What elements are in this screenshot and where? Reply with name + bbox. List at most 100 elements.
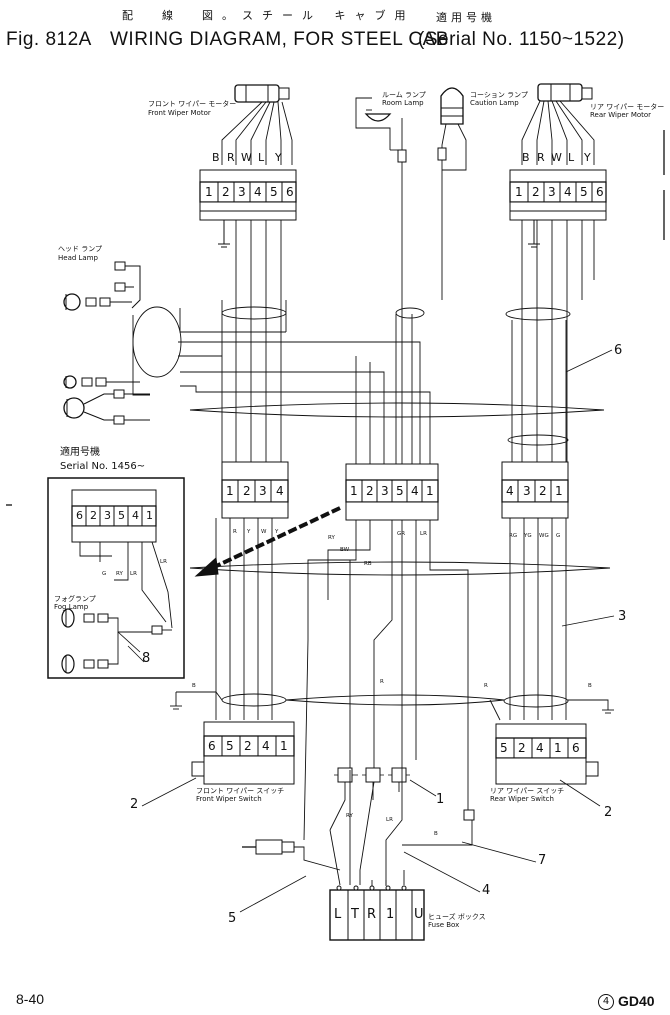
ground-wire-code-right: B — [588, 683, 592, 689]
rear-ground — [528, 220, 540, 248]
leader-lines — [127, 349, 615, 913]
inset-serial-label: Serial No. 1456~ — [60, 461, 146, 472]
rear-wiper-motor-label: Rear Wiper Motor — [590, 111, 652, 119]
front-motor-wires — [221, 101, 293, 165]
rear-switch-pin-2: 2 — [518, 741, 526, 755]
center-wire-code-gr: GR — [397, 531, 406, 537]
rear-motor-wires — [521, 100, 595, 165]
rear-vertical-wires — [511, 220, 595, 482]
front-motor-pin-1: 1 — [205, 185, 213, 199]
room-lamp-jp-label: ルーム ランプ — [382, 91, 426, 99]
front-wire-b: B — [212, 151, 220, 164]
front-motor-pin-5: 5 — [270, 185, 278, 199]
front-wire-code-4: Y — [275, 529, 279, 535]
fuse-box-label: Fuse Box — [428, 921, 460, 929]
rear-motor-pin-4: 4 — [564, 185, 572, 199]
rear-wiper-motor-jp-label: リア ワイパー モーター — [590, 103, 665, 111]
front-harness-pin-2: 2 — [243, 484, 251, 498]
rear-harness-connector — [501, 461, 569, 519]
rear-harness-pin-3: 3 — [523, 484, 531, 498]
rear-switch-pin-6: 6 — [572, 741, 580, 755]
japanese-serial-label: 適用号機 — [436, 11, 496, 24]
front-switch-pin-1: 1 — [280, 739, 288, 753]
front-wire-code-1: R — [233, 529, 237, 535]
inset-variant-box — [47, 477, 185, 679]
head-lamp-bottom — [63, 375, 150, 425]
front-motor-pin-2: 2 — [222, 185, 230, 199]
key-switch — [242, 839, 341, 871]
front-switch-pin-6: 6 — [208, 739, 216, 753]
serial-range: (Serial No. 1150~1522) — [418, 29, 625, 50]
front-harness-connector — [221, 461, 289, 519]
caution-lamp-connector-icon — [437, 147, 447, 161]
figure-number: Fig. 812A — [6, 29, 92, 50]
center-harness-pin-5: 5 — [396, 484, 404, 498]
rear-wiper-motor — [537, 83, 593, 102]
small-switches — [329, 767, 475, 831]
rear-motor-pin-1: 1 — [515, 185, 523, 199]
head-lamp-top — [63, 261, 141, 311]
revision-circle: 4 — [598, 994, 614, 1010]
callout-2-right: 2 — [604, 805, 613, 820]
callout-5: 5 — [228, 911, 237, 926]
front-ground — [218, 220, 230, 248]
rear-motor-connector — [509, 169, 607, 221]
inset-pointer-arrow — [194, 506, 341, 577]
upper-harness-loom — [132, 306, 605, 446]
front-wire-y: Y — [275, 151, 282, 164]
fuse-box-feed-wires — [329, 760, 473, 886]
front-switch-pin-2: 2 — [244, 739, 252, 753]
callout-8: 8 — [142, 651, 151, 666]
rear-wire-w: W — [551, 151, 562, 164]
front-wire-w: W — [241, 151, 252, 164]
fog-lamp-jp-label: フォグランプ — [54, 595, 96, 603]
center-harness-pin-2: 2 — [366, 484, 374, 498]
fuse-terminal-r: R — [367, 907, 377, 922]
inset-jp-serial-label: 適用号機 — [60, 447, 100, 458]
callout-3: 3 — [618, 609, 627, 624]
caution-lamp — [440, 87, 464, 125]
front-wiper-switch-label: Front Wiper Switch — [196, 795, 262, 803]
callout-6: 6 — [614, 343, 623, 358]
callout-1: 1 — [436, 792, 445, 807]
front-harness-pin-3: 3 — [259, 484, 267, 498]
rear-wire-code-3: WG — [539, 533, 549, 539]
inset-pin-4: 4 — [132, 509, 139, 522]
room-lamp-icon — [364, 113, 392, 122]
rear-wire-l: L — [568, 151, 575, 164]
front-wiper-motor — [234, 84, 290, 103]
rear-harness-pin-2: 2 — [539, 484, 547, 498]
rear-wire-code-1: RG — [509, 533, 518, 539]
ground-wire-code-left: B — [192, 683, 196, 689]
inset-wire-code-lr: LR — [130, 571, 137, 577]
rear-switch-pin-5: 5 — [500, 741, 508, 755]
fuse-box-jp-label: ヒューズ ボックス — [428, 913, 486, 921]
inset-pin-6: 6 — [76, 509, 83, 522]
fuse-terminal-u: U — [414, 907, 424, 922]
rear-harness-pin-1: 1 — [555, 484, 563, 498]
diagram-title: WIRING DIAGRAM, FOR STEEL CAB — [110, 29, 449, 50]
inset-pin-5: 5 — [118, 509, 125, 522]
r-wire-code-center: R — [380, 679, 384, 685]
rear-motor-pin-2: 2 — [532, 185, 540, 199]
center-harness-pin-1: 1 — [350, 484, 358, 498]
front-switch-pin-4: 4 — [262, 739, 270, 753]
fuse-terminal-t: T — [351, 907, 359, 922]
right-margin-marks — [6, 130, 665, 506]
fog-lamp-label: Fog Lamp — [54, 603, 89, 611]
rear-wire-b: B — [522, 151, 530, 164]
front-vertical-wires — [221, 220, 421, 482]
rear-wiper-switch — [495, 723, 599, 785]
front-wire-code-2: Y — [247, 529, 251, 535]
inset-pin-2: 2 — [90, 509, 97, 522]
b-wire-code-low: B — [434, 831, 438, 837]
front-motor-connector — [199, 169, 297, 221]
lr-wire-code-low: LR — [386, 817, 393, 823]
rear-wire-code-2: YG — [524, 533, 532, 539]
front-wiper-motor-jp-label: フロント ワイパー モーター — [148, 100, 237, 108]
front-switch-pin-5: 5 — [226, 739, 234, 753]
center-vertical-wires — [230, 300, 431, 470]
center-harness-pin-4: 4 — [411, 484, 419, 498]
